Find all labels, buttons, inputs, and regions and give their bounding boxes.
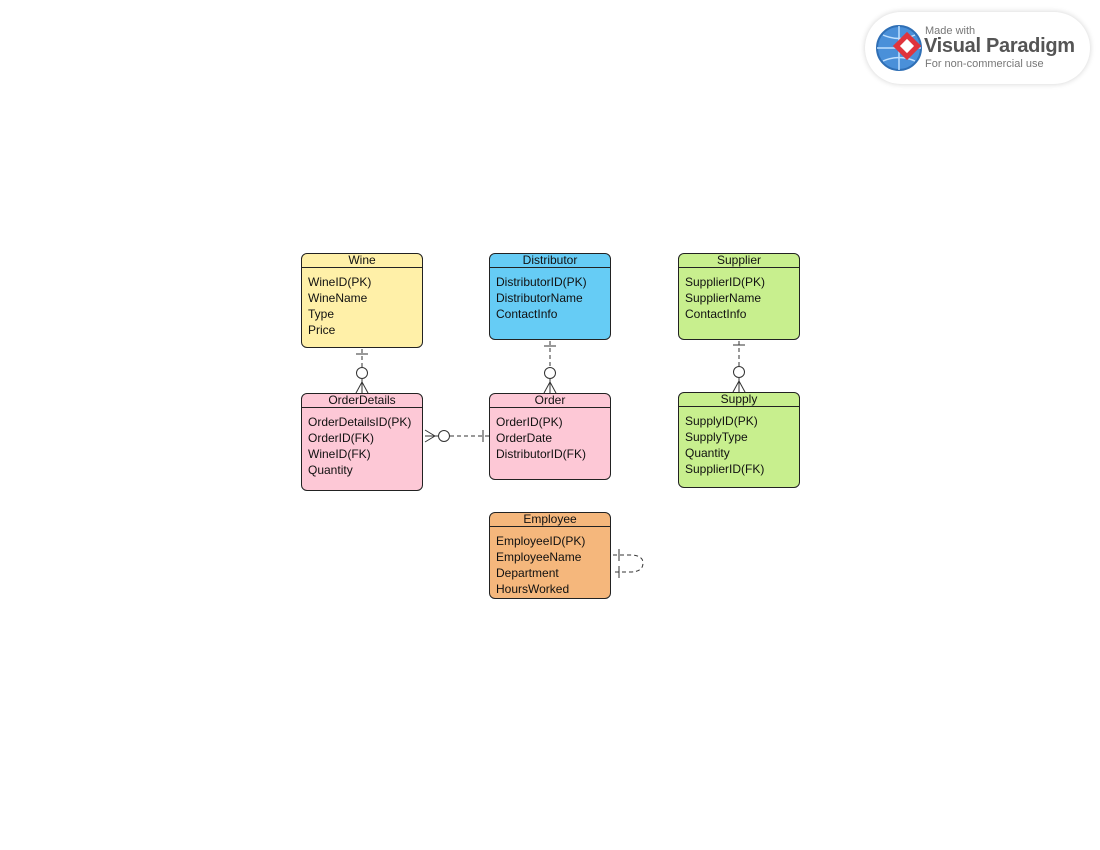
attribute: WineID(FK): [308, 447, 371, 461]
entity-employee[interactable]: Employee EmployeeID(PK) EmployeeName Dep…: [489, 512, 611, 599]
entity-distributor[interactable]: Distributor DistributorID(PK) Distributo…: [489, 253, 611, 340]
attribute: OrderID(FK): [308, 431, 374, 445]
attribute: HoursWorked: [496, 582, 570, 596]
entity-wine[interactable]: Wine WineID(PK) WineName Type Price: [301, 253, 423, 348]
entity-supply-attributes: SupplyID(PK) SupplyType Quantity Supplie…: [679, 407, 799, 483]
entity-supplier-attributes: SupplierID(PK) SupplierName ContactInfo: [679, 268, 799, 328]
relationship-supplier-supply: [732, 341, 746, 393]
attribute: Quantity: [308, 463, 353, 477]
attribute: DistributorName: [496, 291, 583, 305]
entity-orderdetails-title: OrderDetails: [302, 394, 422, 408]
attribute: ContactInfo: [496, 307, 558, 321]
visual-paradigm-logo-icon: [876, 25, 922, 71]
attribute: SupplierName: [685, 291, 762, 305]
attribute: SupplierID(PK): [685, 275, 766, 289]
attribute: OrderDate: [496, 431, 553, 445]
attribute: Quantity: [685, 446, 730, 460]
attribute: Type: [308, 307, 335, 321]
attribute: EmployeeID(PK): [496, 534, 586, 548]
attribute: ContactInfo: [685, 307, 747, 321]
entity-wine-attributes: WineID(PK) WineName Type Price: [302, 268, 422, 344]
entity-supplier[interactable]: Supplier SupplierID(PK) SupplierName Con…: [678, 253, 800, 340]
attribute: SupplierID(FK): [685, 462, 765, 476]
entity-order[interactable]: Order OrderID(PK) OrderDate DistributorI…: [489, 393, 611, 480]
entity-distributor-attributes: DistributorID(PK) DistributorName Contac…: [490, 268, 610, 328]
entity-order-title: Order: [490, 394, 610, 408]
relationship-order-orderdetails: [424, 429, 489, 443]
entity-order-attributes: OrderID(PK) OrderDate DistributorID(FK): [490, 408, 610, 468]
relationship-distributor-order: [543, 341, 557, 394]
attribute: SupplyID(PK): [685, 414, 758, 428]
attribute: EmployeeName: [496, 550, 582, 564]
attribute: WineID(PK): [308, 275, 372, 289]
attribute: WineName: [308, 291, 368, 305]
attribute: Price: [308, 323, 336, 337]
watermark-badge[interactable]: Made with Visual Paradigm For non-commer…: [865, 12, 1090, 84]
entity-orderdetails-attributes: OrderDetailsID(PK) OrderID(FK) WineID(FK…: [302, 408, 422, 484]
entity-wine-title: Wine: [302, 254, 422, 268]
attribute: SupplyType: [685, 430, 748, 444]
entity-distributor-title: Distributor: [490, 254, 610, 268]
watermark-subtitle: For non-commercial use: [925, 58, 1044, 70]
entity-employee-attributes: EmployeeID(PK) EmployeeName Department H…: [490, 527, 610, 598]
entity-orderdetails[interactable]: OrderDetails OrderDetailsID(PK) OrderID(…: [301, 393, 423, 491]
attribute: DistributorID(PK): [496, 275, 587, 289]
entity-supplier-title: Supplier: [679, 254, 799, 268]
entity-employee-title: Employee: [490, 513, 610, 527]
attribute: Department: [496, 566, 559, 580]
attribute: OrderID(PK): [496, 415, 563, 429]
relationship-wine-orderdetails: [355, 349, 369, 394]
entity-supply-title: Supply: [679, 393, 799, 407]
relationship-employee-self: [613, 549, 644, 578]
attribute: DistributorID(FK): [496, 447, 587, 461]
entity-supply[interactable]: Supply SupplyID(PK) SupplyType Quantity …: [678, 392, 800, 488]
watermark-made-with: Made with: [925, 25, 976, 37]
attribute: OrderDetailsID(PK): [308, 415, 412, 429]
watermark-brand: Visual Paradigm: [924, 35, 1075, 57]
